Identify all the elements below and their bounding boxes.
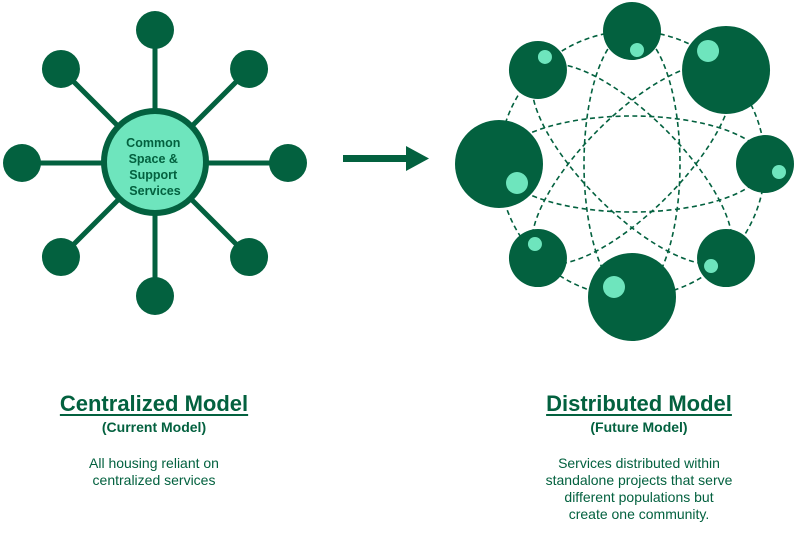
small-node	[508, 40, 567, 99]
small-node	[508, 229, 567, 288]
right-arrow-icon	[343, 146, 429, 171]
node-highlight	[697, 39, 720, 62]
spoke-node	[136, 11, 174, 49]
node-circle	[736, 135, 794, 193]
distributed-caption: Distributed Model (Future Model) Service…	[519, 391, 759, 523]
node-circle	[508, 229, 567, 288]
spoke-node	[136, 277, 174, 315]
hub-label-line: Support	[129, 168, 178, 182]
centralized-caption: Centralized Model (Current Model) All ho…	[34, 391, 274, 489]
hub-label: Common Space & Support Services	[126, 136, 184, 198]
centralized-model-diagram: Common Space & Support Services	[3, 11, 307, 315]
small-node	[736, 135, 794, 193]
large-node	[682, 25, 771, 114]
spoke-node	[269, 144, 307, 182]
distributed-description: Services distributed within standalone p…	[545, 455, 733, 522]
node-circle	[508, 40, 567, 99]
distributed-title: Distributed Model	[546, 391, 732, 416]
arrow-head	[406, 146, 429, 171]
hub-label-line: Common	[126, 136, 180, 150]
node-highlight	[603, 276, 625, 298]
spoke-nodes	[3, 11, 307, 315]
distributed-subtitle: (Future Model)	[590, 419, 688, 435]
centralized-title: Centralized Model	[59, 391, 249, 416]
spoke-node	[230, 238, 269, 277]
node-circle	[682, 25, 771, 114]
node-highlight	[527, 237, 542, 252]
node-highlight	[537, 49, 552, 64]
node-circle	[588, 253, 676, 341]
centralized-description: All housing reliant on centralized servi…	[89, 455, 219, 488]
centralized-subtitle: (Current Model)	[101, 419, 207, 435]
arrow-shaft	[343, 155, 409, 162]
small-node	[603, 2, 661, 60]
node-circle	[603, 2, 661, 60]
node-circle	[455, 120, 543, 208]
hub-label-line: Services	[129, 184, 180, 198]
hub-label-line: Space &	[129, 152, 178, 166]
large-node	[455, 120, 543, 208]
hub-circle	[101, 108, 209, 216]
node-circle	[697, 229, 756, 288]
spoke-node	[41, 238, 80, 277]
spoke-node	[230, 49, 269, 88]
node-highlight	[630, 43, 644, 57]
node-highlight	[506, 172, 528, 194]
large-node	[588, 253, 676, 341]
distributed-nodes	[455, 2, 794, 341]
node-highlight	[704, 259, 719, 274]
spoke-node	[3, 144, 41, 182]
node-highlight	[772, 165, 786, 179]
small-node	[697, 229, 756, 288]
spoke-node	[41, 49, 80, 88]
distributed-model-diagram	[455, 2, 794, 341]
